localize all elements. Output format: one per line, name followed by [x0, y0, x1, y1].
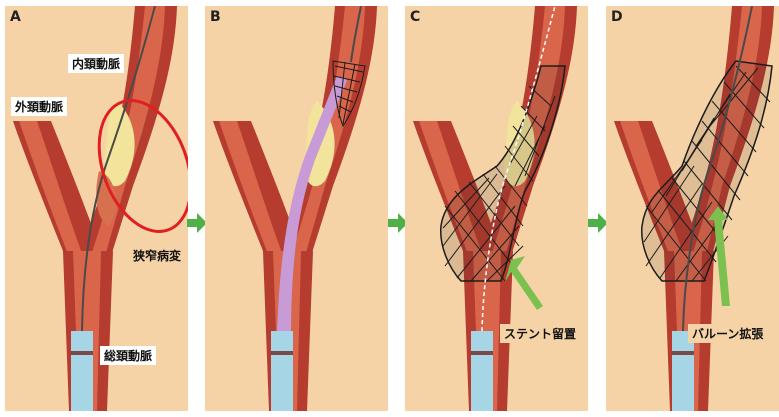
stenosis-label: 狭窄病変 [129, 246, 185, 265]
carotid-illustration-d [606, 6, 779, 411]
panel-letter-c: C [410, 9, 420, 25]
panel-a: A 内頚動脈 外頚動脈 狭窄病変 総頚動脈 [5, 6, 188, 411]
green-right-arrow-3 [588, 213, 608, 233]
internal-carotid-label: 内頚動脈 [68, 54, 124, 73]
common-carotid-label: 総頚動脈 [100, 346, 156, 365]
stent-placement-label: ステント留置 [500, 324, 580, 343]
panel-letter-a: A [10, 9, 21, 25]
panel-letter-d: D [611, 9, 623, 25]
panel-c: C ステント留置 [405, 6, 588, 411]
balloon-dilation-label: バルーン拡張 [688, 324, 767, 343]
carotid-illustration-c [405, 6, 588, 411]
panel-d: D バルーン拡張 [606, 6, 779, 411]
panel-b: B [205, 6, 388, 411]
green-right-arrow-1 [187, 213, 207, 233]
carotid-illustration-b [205, 6, 388, 411]
external-carotid-label: 外頚動脈 [11, 97, 67, 116]
panel-letter-b: B [210, 9, 221, 25]
